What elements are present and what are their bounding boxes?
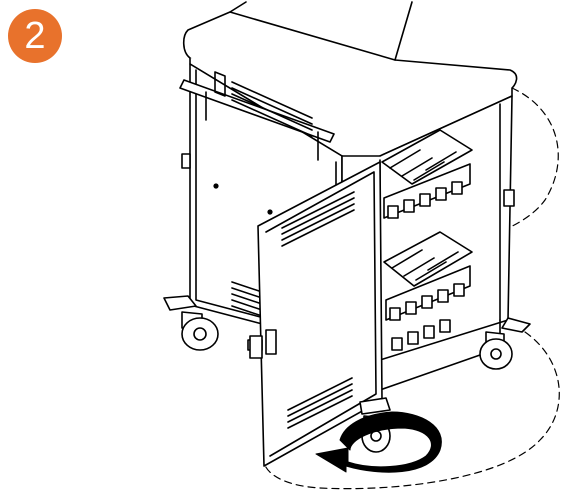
- lower-swing-arc: [263, 331, 560, 490]
- side-top-vent: [214, 71, 313, 137]
- side-bottom-vent: [231, 281, 263, 317]
- caster-front-right: [479, 317, 531, 370]
- lower-outlet-row: [389, 283, 465, 321]
- step-number-badge: 2: [8, 9, 62, 63]
- door-rivet: [267, 209, 273, 215]
- upper-outlet-row: [387, 181, 463, 219]
- caster-front-left: [163, 295, 219, 351]
- side-mount-right: [503, 189, 515, 207]
- door-top-vent: [281, 191, 355, 247]
- top-edge-line-left: [229, 1, 247, 13]
- caster-back-left: [249, 335, 263, 359]
- side-rivet: [213, 183, 219, 189]
- top-edge-line-right: [394, 1, 413, 61]
- rotate-arrow-icon: [315, 411, 442, 473]
- side-mount-left: [181, 153, 191, 169]
- door-bottom-vent: [287, 377, 353, 429]
- bottom-outlet-row: [391, 319, 451, 351]
